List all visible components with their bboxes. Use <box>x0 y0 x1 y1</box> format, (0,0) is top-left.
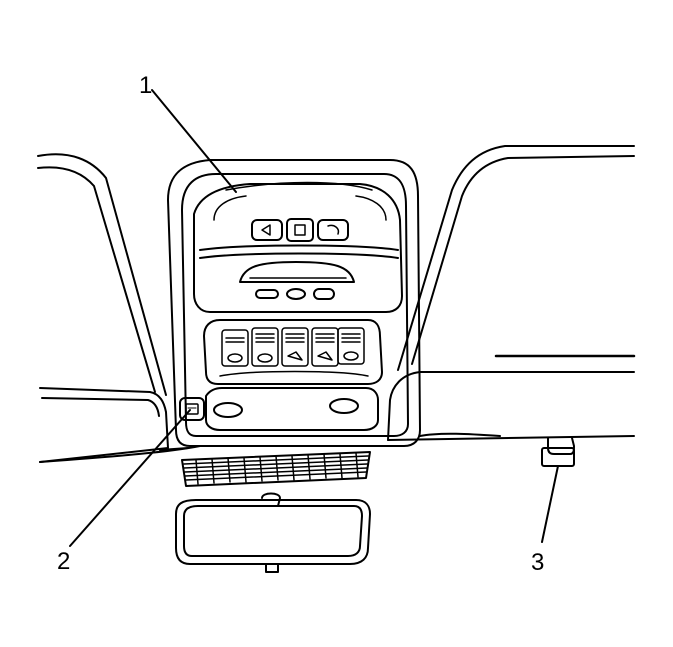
leader-lines <box>70 90 558 546</box>
leader-line-3 <box>542 466 558 542</box>
left-pillar-trim <box>38 154 168 462</box>
garage-door-switch <box>180 398 204 420</box>
headliner-edge <box>40 446 200 462</box>
callout-1: 1 <box>139 72 153 99</box>
reading-lamps <box>206 388 378 430</box>
rearview-mirror <box>176 494 370 573</box>
overhead-console <box>168 160 420 446</box>
right-pillar-trim <box>388 146 634 440</box>
leader-line-2 <box>70 410 190 546</box>
callout-2: 2 <box>57 548 71 575</box>
callout-3: 3 <box>531 549 545 576</box>
leader-line-1 <box>152 90 236 192</box>
sensor-grille <box>182 452 370 486</box>
sensor-connector <box>542 438 574 466</box>
lower-switch-panel <box>204 320 382 384</box>
upper-switch-module <box>194 183 402 313</box>
